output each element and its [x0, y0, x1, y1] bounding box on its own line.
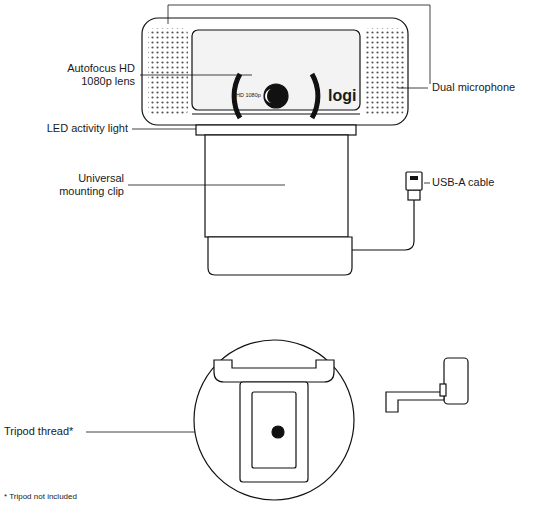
tripod-hole	[272, 426, 284, 438]
lens-glint	[265, 89, 272, 103]
leader-line	[424, 183, 430, 184]
lens-marking: HD 1080p	[236, 92, 264, 99]
leader-line	[128, 185, 285, 186]
usb-plug	[406, 172, 422, 190]
part-label: Autofocus HD 1080p lens	[57, 62, 135, 88]
leader-line	[132, 129, 196, 130]
clip-rear-panel	[252, 392, 296, 468]
webcam-front	[142, 18, 422, 275]
lens	[264, 84, 288, 108]
part-label: LED activity light	[20, 122, 128, 135]
side-view-clip	[386, 392, 444, 412]
mounting-clip	[205, 135, 348, 237]
clip-rear	[240, 382, 308, 482]
detail-circle	[194, 340, 354, 500]
usb-plug	[408, 190, 420, 200]
side-view-camera	[444, 358, 468, 404]
lens-bezel	[312, 74, 318, 118]
microphone-grille	[148, 28, 188, 116]
part-label: Dual microphone	[432, 81, 547, 94]
leader-lines	[86, 5, 430, 432]
clip-base	[208, 237, 352, 275]
rear-detail	[194, 340, 468, 500]
camera-body	[142, 18, 408, 125]
side-view-hinge	[440, 384, 446, 396]
part-label: Universal mounting clip	[52, 172, 124, 198]
part-label: USB-A cable	[432, 176, 547, 189]
front-panel	[192, 30, 360, 110]
part-label: Tripod thread*	[4, 425, 86, 438]
brand-logo: logi	[328, 86, 358, 105]
usb-cable	[352, 200, 414, 250]
microphone-grille	[364, 28, 404, 116]
clip-hinge	[214, 360, 334, 382]
leader-line	[398, 88, 428, 89]
led-strip	[192, 113, 360, 114]
usb-plug	[410, 176, 418, 180]
mount-neck	[196, 125, 356, 135]
leader-line	[168, 5, 430, 84]
leader-line	[140, 75, 252, 76]
footnote: * Tripod not included	[4, 492, 144, 502]
